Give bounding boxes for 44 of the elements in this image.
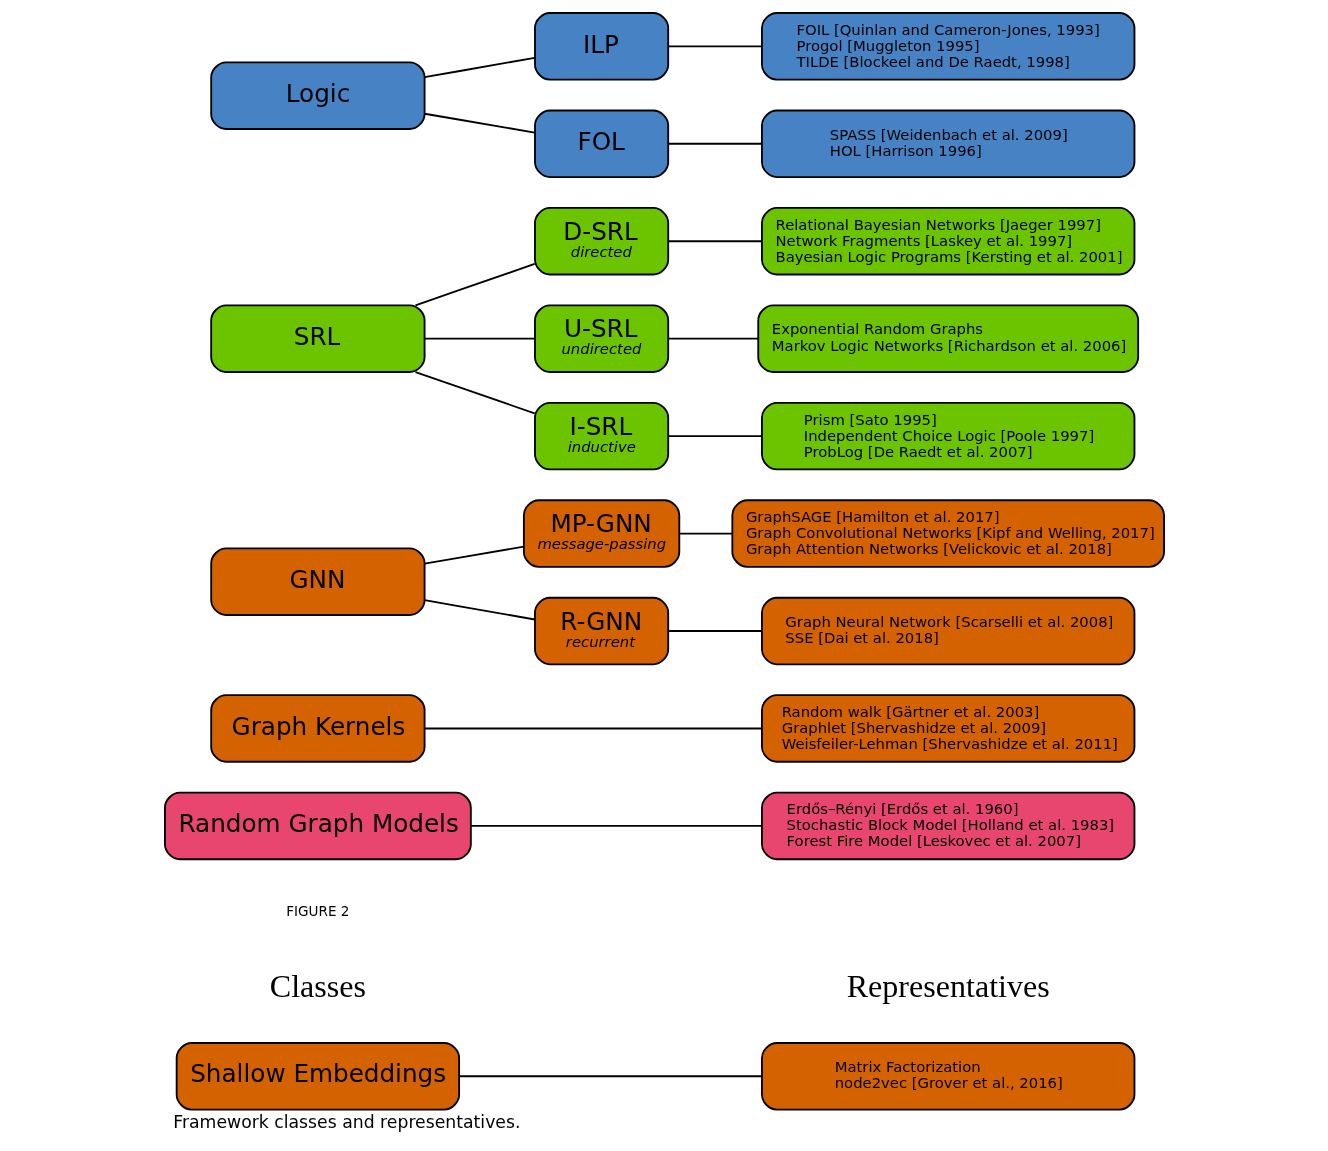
node-box: MP-GNN message-passing <box>522 499 680 568</box>
connector <box>469 824 763 827</box>
node-box: FOIL [Quinlan and Cameron-Jones, 1993] Progol [Muggleton 1995] TILDE [Blockeel and De Raedt, 1998] <box>760 12 1135 81</box>
label: FIGURE 2 <box>285 902 349 919</box>
node-box: Graph Kernels <box>209 694 425 763</box>
connector <box>666 142 763 145</box>
node-box: Exponential Random Graphs Markov Logic Networks [Richardson et al. 2006] <box>756 304 1139 373</box>
connector <box>457 1075 763 1078</box>
node-box: SPASS [Weidenbach et al. 2009] HOL [Harrison 1996] <box>760 109 1135 178</box>
node-box: Shallow Embeddings <box>175 1042 460 1111</box>
node-box: D-SRL directed <box>533 207 669 276</box>
label: Classes <box>269 967 366 1004</box>
connector <box>423 56 536 79</box>
node-box: ILP <box>533 12 669 81</box>
node-box: Random Graph Models <box>163 791 472 861</box>
connector <box>414 263 536 307</box>
node-box: Erdős–Rényi [Erdős et al. 1960] Stochastic Block Model [Holland et al. 1983] Forest Fire Model [Leskovec et al. 2007] <box>760 791 1135 861</box>
connector <box>666 630 763 632</box>
node-box: Matrix Factorization node2vec [Grover et al., 2016] <box>760 1042 1135 1111</box>
connector <box>666 337 759 340</box>
connector <box>423 545 525 565</box>
node-box: Relational Bayesian Networks [Jaeger 1997] Network Fragments [Laskey et al. 1997] Bayesian Logic Programs [Kersting et al. 2001] <box>760 207 1135 276</box>
connector <box>414 371 536 415</box>
node-box: U-SRL undirected <box>533 304 669 373</box>
connector <box>678 532 733 535</box>
node-box: Logic <box>209 61 425 130</box>
node-box: Graph Neural Network [Scarselli et al. 2008] SSE [Dai et al. 2018] <box>760 596 1135 666</box>
connector <box>423 599 536 621</box>
connector <box>423 727 763 730</box>
node-box: GraphSAGE [Hamilton et al. 2017] Graph Convolutional Networks [Kipf and Welling, 2017] Graph Attention Networks [Velickovic et al. 2018] <box>730 499 1165 568</box>
node-box: FOL <box>533 109 669 178</box>
caption: Framework classes and representatives. <box>172 1112 520 1133</box>
connector <box>666 435 763 438</box>
connector <box>666 45 763 48</box>
connector <box>423 112 536 134</box>
connector <box>666 240 763 243</box>
connector <box>423 337 536 340</box>
node-box: Random walk [Gärtner et al. 2003] Graphlet [Shervashidze et al. 2009] Weisfeiler-Lehman [Shervashidze et al. 2011] <box>760 694 1135 763</box>
node-box: Prism [Sato 1995] Independent Choice Logic [Poole 1997] ProbLog [De Raedt et al. 2007] <box>760 401 1135 471</box>
node-box: SRL <box>209 304 425 373</box>
label: Representatives <box>846 967 1050 1004</box>
node-box: I-SRL inductive <box>533 401 669 471</box>
node-box: GNN <box>209 547 425 616</box>
node-box: R-GNN recurrent <box>533 596 669 666</box>
